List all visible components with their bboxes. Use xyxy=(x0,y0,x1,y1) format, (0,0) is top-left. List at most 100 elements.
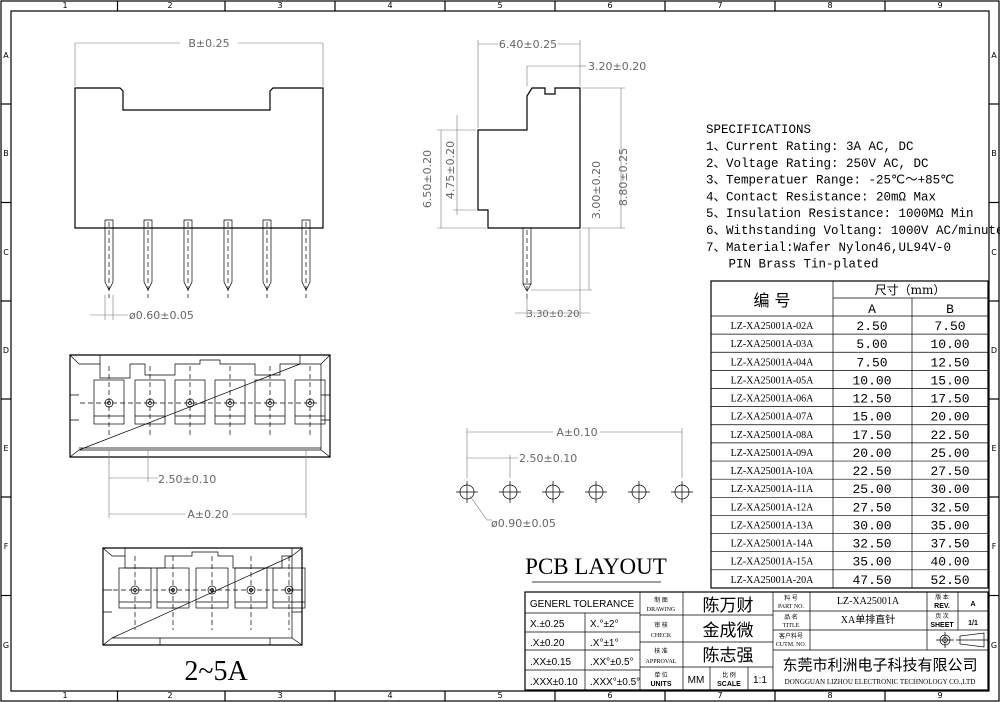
dim-b-cell: 27.50 xyxy=(930,464,969,479)
scale-value: 1:1 xyxy=(753,675,767,686)
dim-a-cell: 30.00 xyxy=(852,518,891,533)
approval-label-cn: 核 准 xyxy=(654,647,668,655)
dim-a-cell: 32.50 xyxy=(852,537,891,552)
sheet-label-cn: 页 次 xyxy=(935,612,949,620)
contact-cavity xyxy=(214,366,246,438)
customer-no-label-cn: 客户料号 xyxy=(779,632,803,640)
company-name-en: DONGGUAN LIZHOU ELECTRONIC TECHNOLOGY CO… xyxy=(785,678,976,686)
drawing-label-en: DRAWING xyxy=(647,607,676,613)
part-number-header: 编 号 xyxy=(753,291,790,310)
pcb-hole xyxy=(585,481,607,503)
pcb-hole xyxy=(628,481,650,503)
zone-column-label: 6 xyxy=(607,691,612,700)
pcb-hole xyxy=(456,481,478,503)
sheet-label-en: SHEET xyxy=(930,622,954,629)
dim-a-cell: 25.00 xyxy=(852,482,891,497)
part-number-cell: LZ-XA25001A-11A xyxy=(731,484,814,495)
dim-a-cell: 12.50 xyxy=(852,392,891,407)
zone-column-label: 3 xyxy=(277,1,282,10)
pcb-hole xyxy=(499,481,521,503)
dimension-total-height: 8.80±0.25 xyxy=(617,148,630,206)
zone-column-label: 3 xyxy=(277,691,282,700)
part-number-cell: LZ-XA25001A-03A xyxy=(731,339,815,350)
linear-tolerance: .XXX±0.10 xyxy=(530,677,578,688)
title-label-cn: 品 名 xyxy=(784,613,798,621)
side-view: 6.40±0.25 3.20±0.20 6.50±0.20 4.75±0.20 … xyxy=(421,38,646,320)
scale-label-en: SCALE xyxy=(717,681,741,688)
zone-row-label: B xyxy=(3,149,9,158)
part-number-cell: LZ-XA25001A-15A xyxy=(731,557,815,568)
zone-row-label: C xyxy=(991,248,997,257)
zone-column-label: 7 xyxy=(717,1,722,10)
zone-row-label: D xyxy=(991,346,997,355)
pcb-layout: A±0.10 2.50±0.10 ø0.90±0.05 PCB LAYOUT xyxy=(456,426,693,583)
spec-item: PIN Brass Tin-plated xyxy=(706,258,879,272)
drawing-name: 陈万财 xyxy=(703,596,754,615)
pcb-span-dimension: A±0.10 xyxy=(556,426,597,439)
specifications-title: SPECIFICATIONS xyxy=(706,123,811,137)
dim-b-cell: 10.00 xyxy=(930,337,969,352)
part-number-cell: LZ-XA25001A-14A xyxy=(731,539,815,550)
spec-item: 5、Insulation Resistance: 1000MΩ Min xyxy=(706,207,974,221)
part-number-cell: LZ-XA25001A-20A xyxy=(731,575,815,586)
zone-row-label: B xyxy=(991,149,997,158)
linear-tolerance: .X±0.20 xyxy=(530,638,565,649)
zone-column-label: 6 xyxy=(607,1,612,10)
zone-row-label: E xyxy=(3,444,8,453)
check-name: 金成微 xyxy=(703,621,754,640)
part-number-cell: LZ-XA25001A-09A xyxy=(731,448,815,459)
check-label-cn: 审 核 xyxy=(654,621,668,629)
angular-tolerance: X.°±2° xyxy=(590,619,619,630)
zone-column-label: 4 xyxy=(387,1,392,10)
title-label-en: TITLE xyxy=(783,623,800,629)
contact-cavity xyxy=(156,556,190,630)
dim-b-cell: 40.00 xyxy=(930,555,969,570)
angular-tolerance: .X°±1° xyxy=(590,638,619,649)
contact-cavity xyxy=(195,556,229,630)
tolerance-title: GENERL TOLERANCE xyxy=(530,599,635,610)
spec-item: 2、Voltage Rating: 250V AC, DC xyxy=(706,157,929,171)
zone-row-label: G xyxy=(991,641,997,650)
pin xyxy=(143,219,153,298)
dim-b-cell: 12.50 xyxy=(930,355,969,370)
spec-item: 3、Temperatuer Range: -25℃～+85℃ xyxy=(706,174,954,188)
zone-column-label: 5 xyxy=(497,691,502,700)
drawing-label-cn: 制 图 xyxy=(654,596,668,604)
zone-column-label: 7 xyxy=(717,691,722,700)
title-value: XA单排直针 xyxy=(841,613,895,626)
zone-column-label: 5 xyxy=(497,1,502,10)
pin xyxy=(301,219,311,298)
dim-a-cell: 17.50 xyxy=(852,428,891,443)
company-name-cn: 东莞市利洲电子科技有限公司 xyxy=(782,656,977,674)
zone-row-label: F xyxy=(4,542,9,551)
contact-cavity xyxy=(118,556,152,630)
rev-label-en: REV. xyxy=(934,603,950,610)
dim-b-cell: 15.00 xyxy=(930,373,969,388)
rev-value: A xyxy=(970,601,975,608)
zone-row-label: A xyxy=(3,51,9,60)
zone-column-label: 1 xyxy=(62,1,67,10)
specifications: SPECIFICATIONS 1、Current Rating: 3A AC, … xyxy=(706,123,1000,272)
contact-cavity xyxy=(234,556,268,630)
col-a-header: A xyxy=(868,302,876,317)
dim-b-cell: 30.00 xyxy=(930,482,969,497)
scale-label-cn: 比 例 xyxy=(722,671,736,679)
dim-a-cell: 15.00 xyxy=(852,410,891,425)
hole-diameter-dimension: ø0.90±0.05 xyxy=(491,517,556,530)
pcb-hole xyxy=(542,481,564,503)
part-label-en: PART NO. xyxy=(778,604,804,610)
zone-row-label: E xyxy=(991,444,996,453)
pin xyxy=(183,219,193,298)
dim-b-cell: 37.50 xyxy=(930,537,969,552)
part-number-cell: LZ-XA25001A-07A xyxy=(731,412,815,423)
front-view: B±0.25 ø0.60±0.05 xyxy=(74,37,324,322)
dim-a-cell: 2.50 xyxy=(856,319,887,334)
spec-item: 7、Material:Wafer Nylon46,UL94V-0 xyxy=(706,241,951,255)
dim-b-cell: 32.50 xyxy=(930,500,969,515)
